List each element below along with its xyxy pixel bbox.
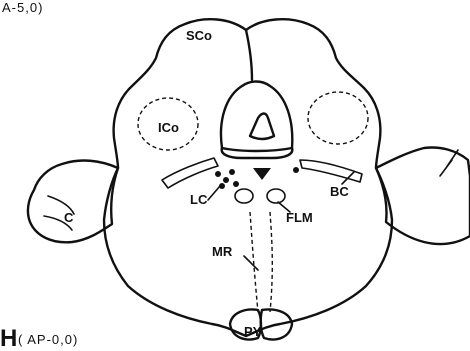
label-sco: SCo xyxy=(186,28,212,43)
cerebellum-right xyxy=(376,148,470,245)
label-flm: FLM xyxy=(286,210,313,225)
cerebellum-right-fold xyxy=(440,150,458,176)
lc-leader xyxy=(208,186,220,200)
central-gray-bar xyxy=(222,148,293,158)
label-c: C xyxy=(64,210,74,225)
dorsal-raphe-triangle xyxy=(253,168,271,180)
label-bc: BC xyxy=(330,184,349,199)
inferior-colliculus-right xyxy=(308,92,368,144)
label-mr: MR xyxy=(212,244,233,259)
flm-right xyxy=(267,189,285,203)
cerebellum-left xyxy=(28,161,118,243)
brachium-conjunctivum-right xyxy=(300,160,362,182)
panel-letter: H xyxy=(0,325,17,351)
label-lc: LC xyxy=(190,192,208,207)
median-raphe-left xyxy=(250,212,258,312)
brachium-left xyxy=(162,158,218,188)
aqueduct xyxy=(250,114,274,140)
collicular-midline xyxy=(246,30,252,80)
flm-left xyxy=(235,189,253,203)
median-raphe-right xyxy=(270,212,272,312)
panel-ap-caption: ( AP-0,0) xyxy=(18,332,78,347)
label-py: PY xyxy=(244,324,262,339)
top-partial-caption: A-5,0) xyxy=(2,0,43,15)
mr-leader xyxy=(244,256,258,270)
label-ico: ICo xyxy=(158,120,179,135)
